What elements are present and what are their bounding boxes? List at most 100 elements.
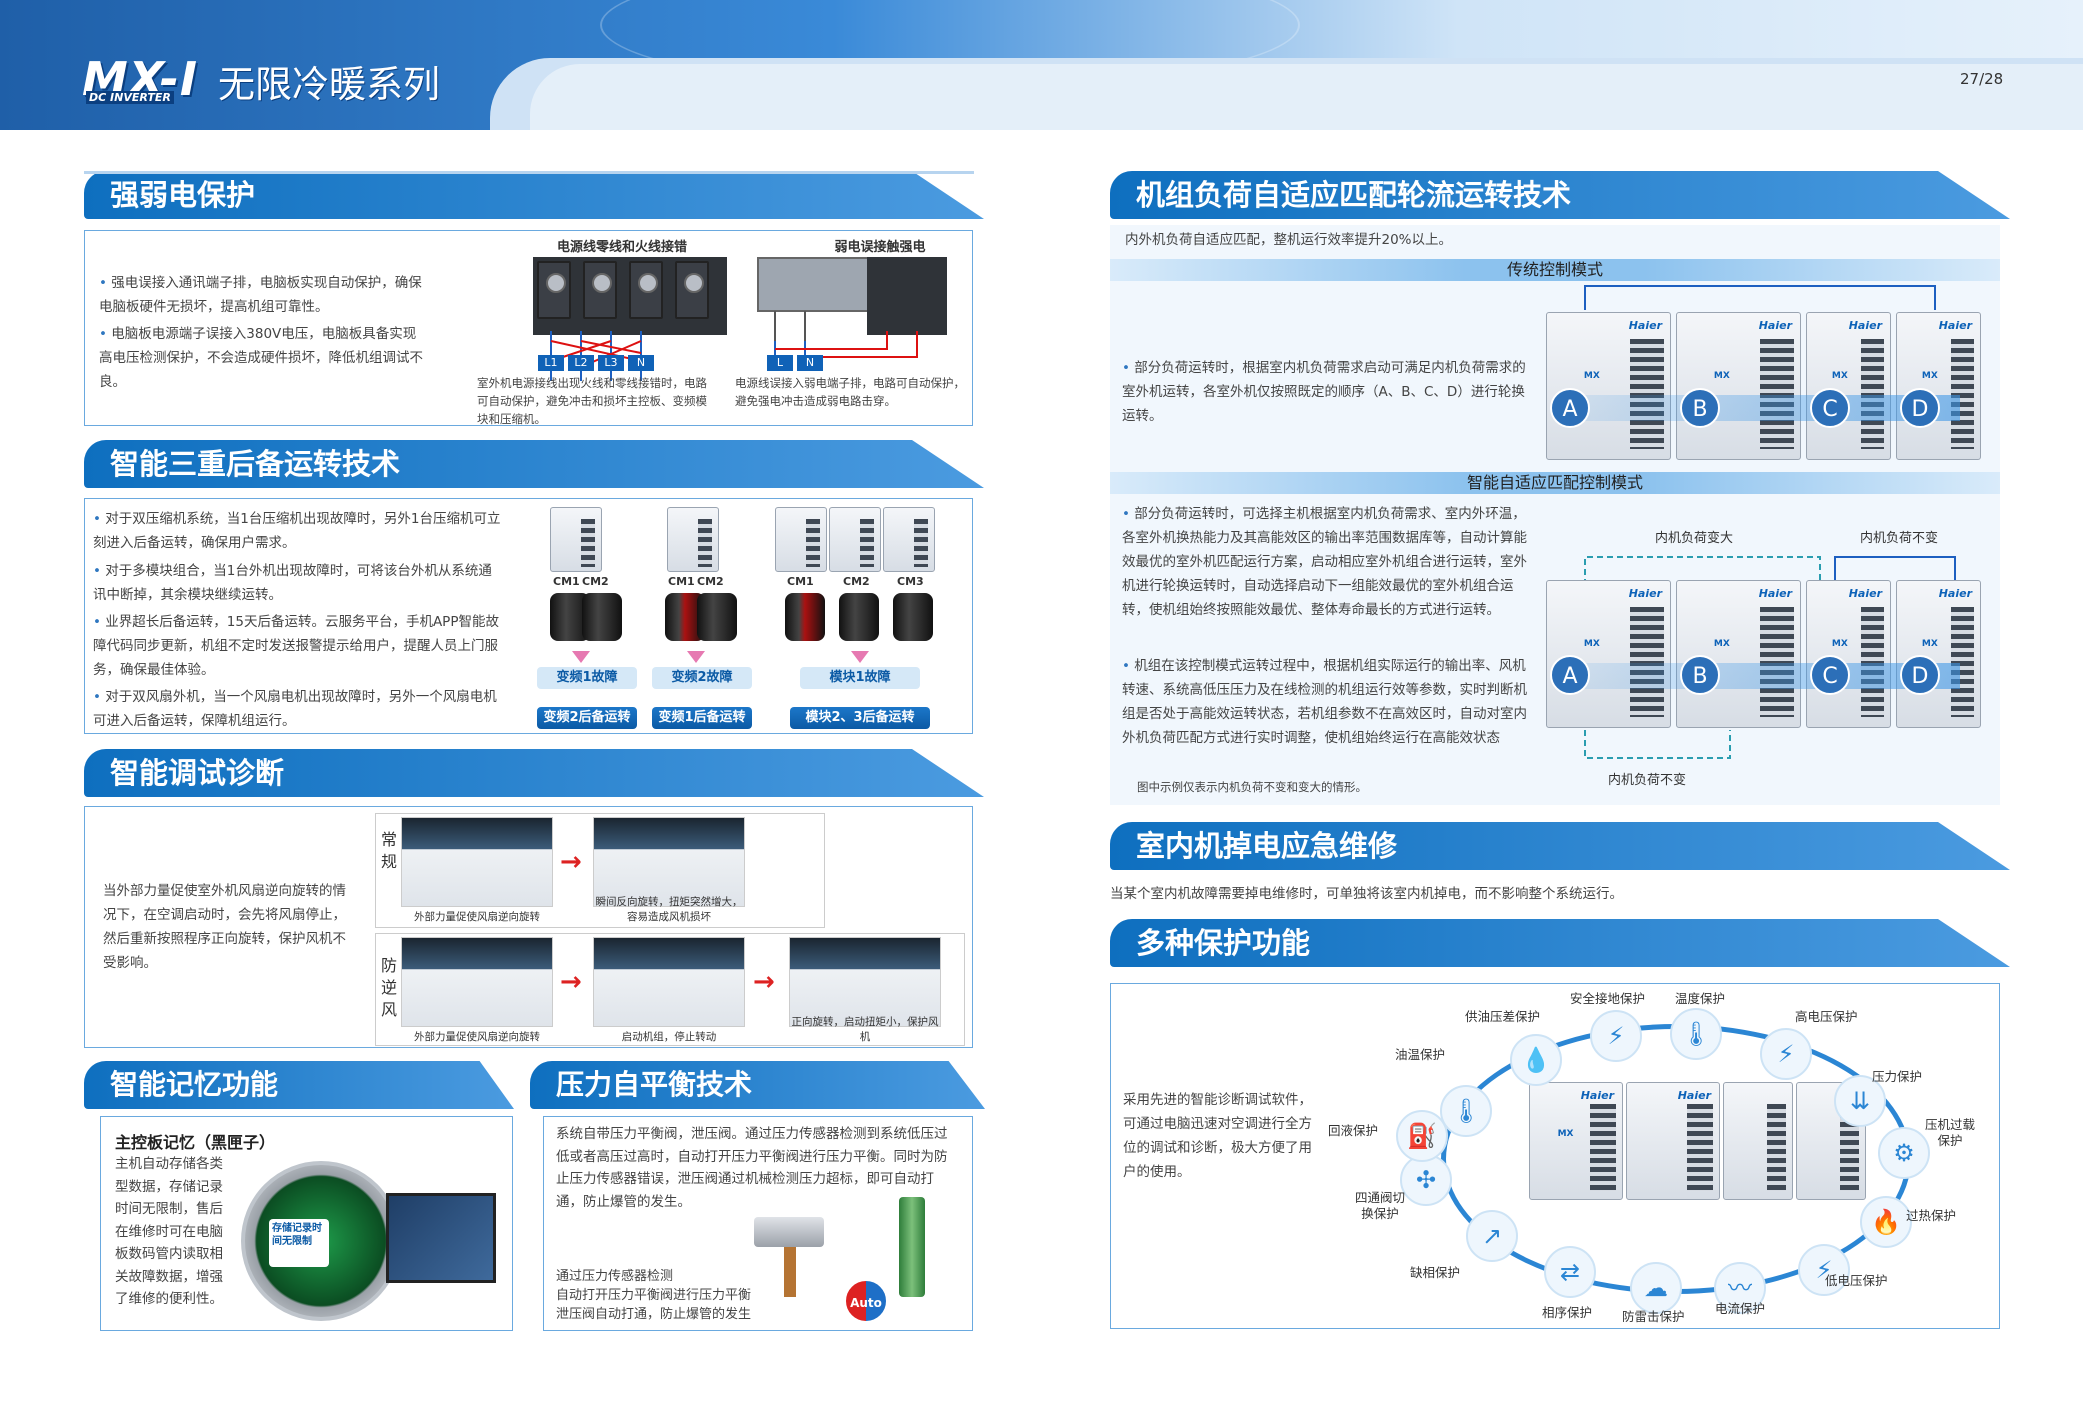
bullet-item: 对于多模块组合，当1台外机出现故障时，可将该台外机从系统通讯中断掉，其余模块继续… [93, 559, 503, 607]
compressor-image [839, 593, 879, 641]
unit-letter-d: D [1900, 655, 1940, 695]
photo-caption: 启动机组，停止转动 [621, 1031, 717, 1043]
load-arrows [1584, 556, 1956, 585]
series-title: 无限冷暖系列 [218, 63, 440, 106]
outdoor-unit-image [1723, 1082, 1793, 1200]
rotation-flow [1560, 395, 1960, 421]
brand-label: Haier [1628, 319, 1662, 332]
fault-label: 变频1故障 [537, 667, 637, 689]
four-way-valve-icon: ✣ [1400, 1154, 1452, 1206]
section-title-text: 智能调试诊断 [110, 756, 285, 790]
outdoor-unit-image [550, 507, 602, 572]
pressure-note: 通过压力传感器检测 自动打开压力平衡阀进行压力平衡 泄压阀自动打通，防止爆管的发… [556, 1267, 806, 1324]
mode-header: 传统控制模式 [1110, 259, 2000, 281]
oil-pressure-diff-icon: 💧 [1510, 1034, 1562, 1086]
mx-label: MX [1921, 639, 1938, 650]
unit-letter-c: C [1810, 655, 1850, 695]
pressure-balance-box: 系统自带压力平衡阀，泄压阀。通过压力传感器检测到系统低压过低或者高压过高时，自动… [543, 1116, 973, 1331]
red-arrow: → [560, 847, 582, 877]
result-label: 变频2后备运转 [537, 707, 637, 729]
outdoor-unit-image [667, 507, 719, 572]
note-line: 通过压力传感器检测 [556, 1269, 674, 1284]
mx-label: MX [1713, 371, 1730, 382]
bullet-item: 对于双风扇外机，当一个风扇电机出现故障时，另外一个风扇电机可进入后备运转，保障机… [93, 685, 503, 733]
cm-label: CM1 [668, 575, 695, 588]
section-title-power-protection: 强弱电保护 [84, 171, 984, 219]
protections-box: 采用先进的智能诊断调试软件，可通过电脑迅速对空调进行全方位的调试和诊断，极大方便… [1110, 983, 2000, 1329]
photo-caption: 外部力量促使风扇逆向旋转 [414, 911, 540, 923]
cm-label: CM2 [582, 575, 609, 588]
page-header [0, 0, 2083, 130]
grounding-label: 安全接地保护 [1570, 991, 1646, 1006]
high-pressure-icon: ⚡ [1760, 1028, 1812, 1080]
section-title-text: 智能记忆功能 [110, 1068, 279, 1101]
four-way-valve-label: 四通阀切换保护 [1354, 1190, 1405, 1221]
memory-subtitle: 主控板记忆（黑匣子） [115, 1133, 276, 1152]
current-icon: 〰 [1714, 1262, 1766, 1314]
diagram-title: 弱电误接触强电 [834, 240, 926, 255]
overheat-icon: 🔥 [1860, 1196, 1912, 1248]
outdoor-unit-image: Haier [1626, 1082, 1720, 1200]
cm-label: CM2 [697, 575, 724, 588]
section-title-text: 室内机掉电应急维修 [1136, 829, 1398, 863]
mx-label: MX [1583, 639, 1600, 650]
mx-label: MX [1557, 1129, 1574, 1140]
mx-label: MX [1713, 639, 1730, 650]
photo-caption: 正向旋转，启动扭矩小，保护风机 [791, 1016, 939, 1043]
compressor-image [785, 593, 825, 641]
terminal-label-n: N [628, 355, 654, 371]
pressure-icon: ⇊ [1834, 1075, 1886, 1127]
fan-photo: 启动机组，停止转动 [593, 937, 745, 1043]
outdoor-unit-image [775, 507, 827, 572]
lightning-icon: ☁ [1630, 1262, 1682, 1314]
unit-letter-b: B [1680, 655, 1720, 695]
note-line: 自动打开压力平衡阀进行压力平衡 [556, 1288, 752, 1303]
cm-label: CM1 [553, 575, 580, 588]
cm-label: CM3 [897, 575, 924, 588]
overheat-label: 过热保护 [1906, 1208, 1957, 1223]
grounding-icon: ⚡ [1590, 1010, 1642, 1062]
outdoor-unit-image [883, 507, 935, 572]
memory-text: 主机自动存储各类型数据，存储记录时间无限制，售后在维修时可在电脑板数码管内读取相… [115, 1156, 223, 1307]
bullet-item: 电脑板电源端子误接入380V电压，电脑板具备实现高电压检测保护，不会造成硬件损坏… [99, 322, 429, 394]
phase-sequence-icon: ⇄ [1544, 1246, 1596, 1298]
terminal [675, 261, 709, 319]
lightning-label: 防雷击保护 [1622, 1309, 1685, 1324]
section-title-text: 压力自平衡技术 [556, 1068, 753, 1101]
bullet-item: 业界超长后备运转，15天后备运转。云服务平台，手机APP智能故障代码同步更新，机… [93, 610, 503, 682]
section-title-memory: 智能记忆功能 [84, 1061, 514, 1109]
compressor-image [893, 593, 933, 641]
section-title-text: 智能三重后备运转技术 [110, 447, 401, 481]
outdoor-unit-image [829, 507, 881, 572]
mode1-text: 部分负荷运转时，根据室内机负荷需求启动可满足内机负荷需求的室外机运转，各室外机仅… [1122, 356, 1532, 428]
fan-photo: 瞬间反向旋转，扭矩突然增大，容易造成风机损坏 [593, 817, 745, 923]
terminal [537, 261, 571, 319]
section-title-debug-diagnosis: 智能调试诊断 [84, 749, 984, 797]
brand-label: Haier [1938, 319, 1972, 332]
down-arrow [572, 651, 590, 663]
compressor-image [582, 593, 622, 641]
liquid-return-label: 回液保护 [1328, 1123, 1379, 1138]
fault-label: 变频2故障 [652, 667, 752, 689]
section-title-text: 多种保护功能 [1136, 926, 1311, 960]
photo-caption: 瞬间反向旋转，扭矩突然增大，容易造成风机损坏 [595, 896, 743, 923]
row-label: 防逆风 [381, 956, 398, 1019]
brand-label: Haier [1628, 587, 1662, 600]
mode2-bullet: 机组在该控制模式运转过程中，根据机组实际运行的输出率、风机转速、系统高低压压力及… [1122, 654, 1532, 750]
result-label: 模块2、3后备运转 [790, 707, 930, 729]
compressor-image [697, 593, 737, 641]
brand-label: Haier [1677, 1089, 1711, 1102]
terminal [629, 261, 663, 319]
low-voltage-label: 低电压保护 [1825, 1273, 1888, 1288]
logo-subtitle: DC INVERTER [86, 91, 174, 104]
diagram-caption: 电源线误接入弱电端子排，电路可自动保护，避免强电冲击造成弱电路击穿。 [735, 376, 965, 408]
phase-loss-icon: ↗ [1466, 1210, 1518, 1262]
debug-diagnosis-box: 当外部力量促使室外机风扇逆向旋转的情况下，在空调启动时，会先将风扇停止，然后重新… [84, 806, 973, 1048]
oil-temp-label: 油温保护 [1395, 1047, 1446, 1062]
oil-pressure-diff-label: 供油压差保护 [1465, 1009, 1541, 1024]
